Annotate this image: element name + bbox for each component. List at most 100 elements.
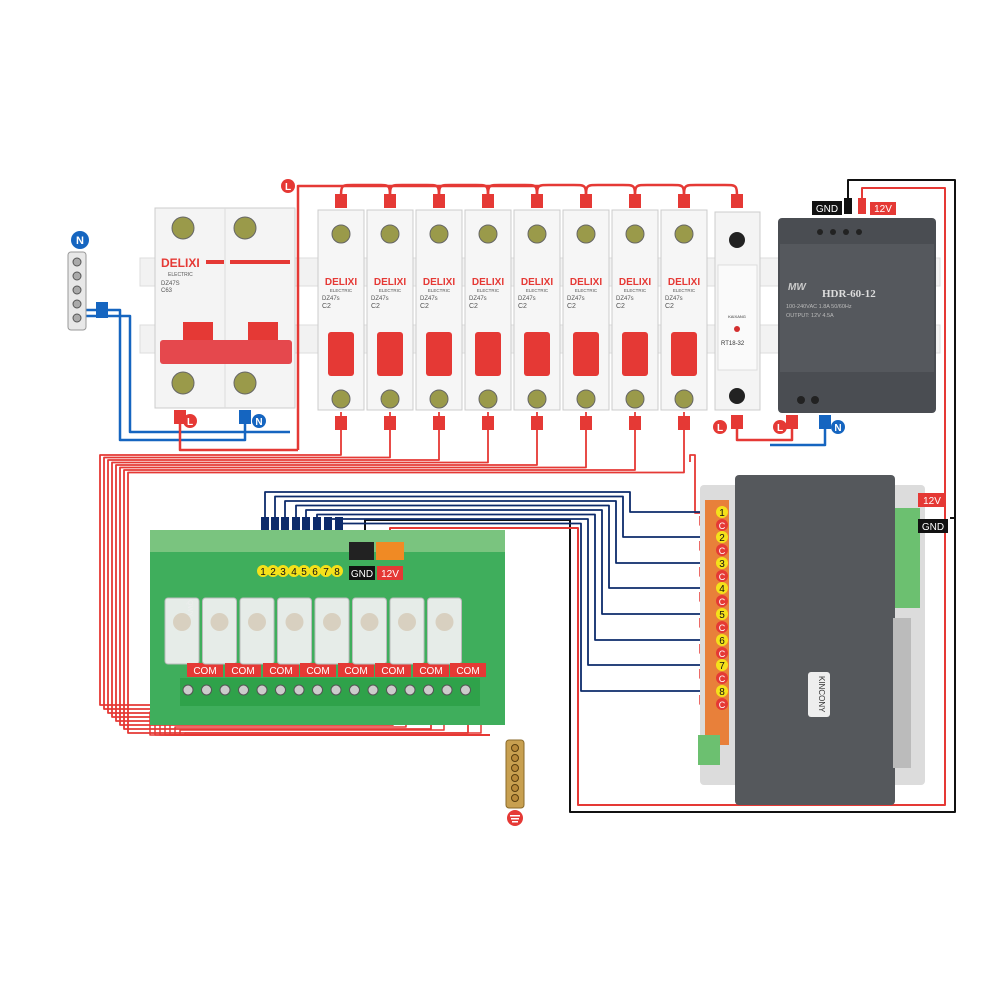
breaker-sub: ELECTRIC [575, 288, 598, 293]
relay-coil-icon [360, 613, 379, 631]
screw-icon [367, 684, 379, 696]
ferrule-icon [482, 194, 494, 208]
terminal-screw-icon [331, 224, 351, 244]
gnd-terminal[interactable] [349, 542, 374, 560]
breaker-brand: DELIXI [668, 277, 700, 288]
fuse-holder[interactable]: KAIXANG RT18-32 [714, 211, 761, 411]
relay-coil-icon [173, 613, 191, 631]
breaker-handle[interactable] [622, 332, 648, 376]
live-bus-wire [633, 183, 686, 201]
screw-icon [511, 754, 519, 762]
breaker-model: DZ47s [469, 296, 487, 302]
ground-terminal-bar [505, 739, 525, 826]
psu-gnd-tag [812, 201, 842, 215]
com-tag [450, 663, 486, 677]
breaker-sub: ELECTRIC [526, 288, 549, 293]
screw-icon [460, 684, 471, 696]
common-label: C [719, 597, 726, 607]
relay-coil-icon [248, 613, 266, 631]
breaker-rating: C2 [567, 303, 576, 310]
breaker-model: DZ47s [616, 296, 634, 302]
breaker-rating: C2 [518, 303, 527, 310]
terminal-screw-icon [478, 224, 498, 244]
input-number: 4 [291, 567, 297, 578]
terminal-screw-icon [527, 224, 547, 244]
common-label: C [719, 674, 726, 684]
12v-terminal[interactable] [376, 542, 404, 560]
output-number-badge [716, 531, 728, 543]
breaker-handle[interactable] [475, 332, 501, 376]
com-tag [413, 663, 449, 677]
breaker-model: DZ47s [371, 296, 389, 302]
screw-icon [201, 684, 212, 696]
breaker-handle[interactable] [573, 332, 599, 376]
breaker-brand: DELIXI [472, 277, 504, 288]
neutral-wire [86, 308, 247, 442]
main-breaker-handle[interactable] [160, 340, 292, 364]
breaker-handle[interactable] [328, 332, 354, 376]
psu-output-spec: OUTPUT: 12V 4.5A [786, 313, 834, 319]
main-breaker-brand: DELIXI [161, 256, 200, 270]
breaker-handle[interactable] [524, 332, 550, 376]
breaker-brand: DELIXI [325, 277, 357, 288]
terminal-screw-icon [380, 389, 400, 409]
output-number-badge [716, 557, 728, 569]
screw-icon [386, 684, 397, 696]
output-number-badge [716, 608, 728, 620]
screw-icon [511, 744, 519, 752]
input-number-badge [331, 565, 343, 577]
ferrule-icon [433, 416, 445, 430]
breaker-sub: ELECTRIC [673, 288, 696, 293]
screw-icon [511, 794, 519, 802]
breaker-handle[interactable] [377, 332, 403, 376]
breaker-sub: ELECTRIC [477, 288, 500, 293]
input-number: 2 [270, 567, 276, 578]
breaker-model: DZ47s [518, 296, 536, 302]
ferrule-icon [271, 517, 279, 539]
signal-wire-4 [295, 504, 712, 589]
screw-icon [423, 684, 434, 696]
common-badge [716, 595, 728, 607]
fuse-indicator-icon [734, 326, 740, 332]
ferrule-icon [96, 302, 108, 318]
ferrule-icon [239, 410, 251, 424]
breaker-rating: C2 [616, 303, 625, 310]
breaker-brand: DELIXI [521, 277, 553, 288]
common-label: C [719, 546, 726, 556]
breaker-handle[interactable] [671, 332, 697, 376]
controller-12v-label: 12V [923, 496, 941, 507]
live-badge-icon [713, 420, 727, 434]
neutral-badge-label: N [255, 417, 262, 428]
common-badge [716, 647, 728, 659]
breaker-brand: DELIXI [423, 277, 455, 288]
common-badge [716, 519, 728, 531]
psu-12v-tag [870, 202, 896, 215]
common-badge [716, 621, 728, 633]
main-breaker-2p[interactable]: DELIXI ELECTRIC DZ47S C63 [154, 207, 296, 409]
relay-coil-icon [210, 613, 229, 631]
ferrule-icon [786, 415, 798, 429]
common-label: C [719, 572, 726, 582]
gnd-wire [847, 179, 956, 519]
output-number-badge [716, 685, 728, 697]
breaker-handle[interactable] [426, 332, 452, 376]
main-breaker-sub: ELECTRIC [168, 272, 193, 278]
terminal-screw-icon [625, 389, 645, 409]
input-number: 3 [280, 567, 286, 578]
ferrule-icon [678, 194, 690, 208]
input-number: 1 [260, 567, 266, 578]
relay-gnd-label: GND [351, 569, 373, 580]
ferrule-icon [531, 194, 543, 208]
